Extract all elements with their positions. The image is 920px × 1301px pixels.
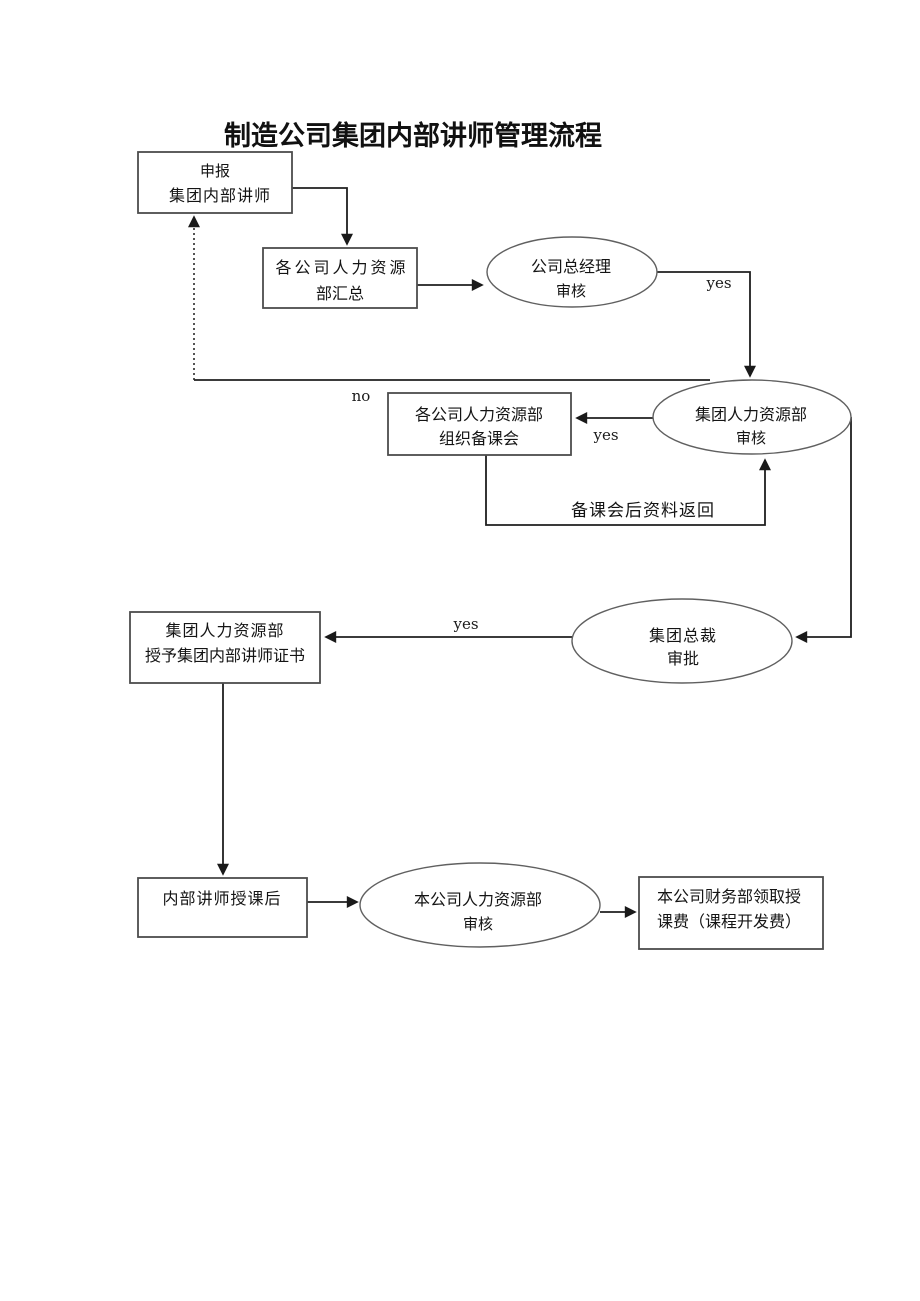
node-after-teaching: 内部讲师授课后 [137, 877, 308, 938]
company-hr-review-ellipse [359, 862, 601, 948]
declare-box [137, 151, 293, 214]
node-declare: 申报 集团内部讲师 [137, 151, 293, 214]
certificate-text-line1: 集团人力资源部 [165, 621, 284, 640]
company-hr-review-text-line1: 本公司人力资源部 [414, 890, 542, 909]
certificate-text-line2: 授予集团内部讲师证书 [145, 646, 305, 665]
finance-fee-text-line2: 课费（课程开发费） [657, 912, 801, 931]
gm-review-text-line2: 审核 [556, 282, 586, 300]
node-company-hr-review: 本公司人力资源部 审核 [359, 862, 601, 948]
group-hr-review-text-line1: 集团人力资源部 [695, 405, 807, 424]
node-group-hr-review: 集团人力资源部 审核 [652, 379, 852, 455]
node-certificate: 集团人力资源部 授予集团内部讲师证书 [129, 611, 321, 684]
edge-label-president-yes: yes [452, 615, 478, 633]
page-title: 制造公司集团内部讲师管理流程 [224, 120, 602, 152]
edge-label-group-hr-yes: yes [592, 426, 618, 444]
node-gm-review: 公司总经理 审核 [486, 236, 658, 308]
declare-text-line2: 集团内部讲师 [169, 186, 271, 205]
hr-summary-text-line1: 各公司人力资源 [275, 258, 408, 277]
prep-meeting-text-line1: 各公司人力资源部 [415, 405, 543, 424]
hr-summary-box [262, 247, 418, 309]
president-approval-ellipse [571, 598, 793, 684]
edge-group-hr-to-president [795, 417, 852, 643]
edge-materials-return [485, 455, 771, 526]
president-approval-text-line1: 集团总裁 [649, 626, 717, 645]
edge-label-gm-yes: yes [705, 274, 731, 292]
edge-gm-review-yes-to-group-hr [657, 271, 756, 378]
company-hr-review-text-line2: 审核 [463, 915, 493, 933]
president-approval-text-line2: 审批 [667, 649, 699, 668]
node-finance-fee: 本公司财务部领取授 课费（课程开发费） [638, 876, 824, 950]
prep-meeting-box [387, 392, 572, 456]
finance-fee-box [638, 876, 824, 950]
prep-meeting-text-line2: 组织备课会 [439, 429, 519, 448]
group-hr-review-text-line2: 审核 [736, 429, 766, 447]
certificate-box [129, 611, 321, 684]
node-prep-meeting: 各公司人力资源部 组织备课会 [387, 392, 572, 456]
gm-review-text-line1: 公司总经理 [531, 257, 611, 276]
after-teaching-box [137, 877, 308, 938]
hr-summary-text-line2: 部汇总 [316, 284, 364, 303]
declare-text-line1: 申报 [200, 162, 230, 180]
after-teaching-text-line1: 内部讲师授课后 [162, 889, 281, 908]
edge-label-no: no [352, 387, 371, 405]
gm-review-ellipse [486, 236, 658, 308]
node-president-approval: 集团总裁 审批 [571, 598, 793, 684]
finance-fee-text-line1: 本公司财务部领取授 [657, 887, 801, 906]
node-hr-summary: 各公司人力资源 部汇总 [262, 247, 418, 309]
edge-declare-to-hr-summary [292, 187, 353, 246]
edge-label-materials-return: 备课会后资料返回 [571, 501, 715, 521]
group-hr-review-ellipse [652, 379, 852, 455]
